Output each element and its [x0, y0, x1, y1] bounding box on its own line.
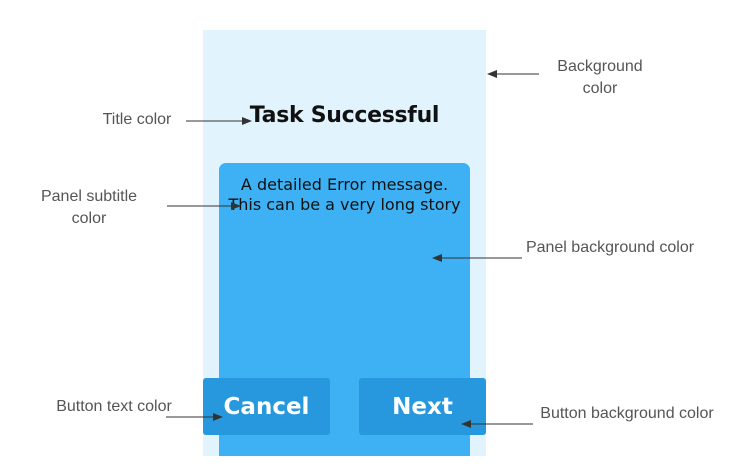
label-title-color: Title color: [102, 111, 172, 128]
label-button-text-color: Button text color: [56, 398, 172, 415]
label-panel-subtitle-color: Panel subtitle color: [40, 188, 138, 227]
label-button-background-color: Button background color: [540, 405, 714, 422]
label-panel-background-color: Panel background color: [525, 239, 695, 256]
cancel-button[interactable]: Cancel: [203, 378, 330, 435]
panel-subtitle: A detailed Error message. This can be a …: [228, 175, 461, 214]
screen-title: Task Successful: [249, 103, 440, 128]
label-background-color: Background color: [557, 58, 643, 97]
